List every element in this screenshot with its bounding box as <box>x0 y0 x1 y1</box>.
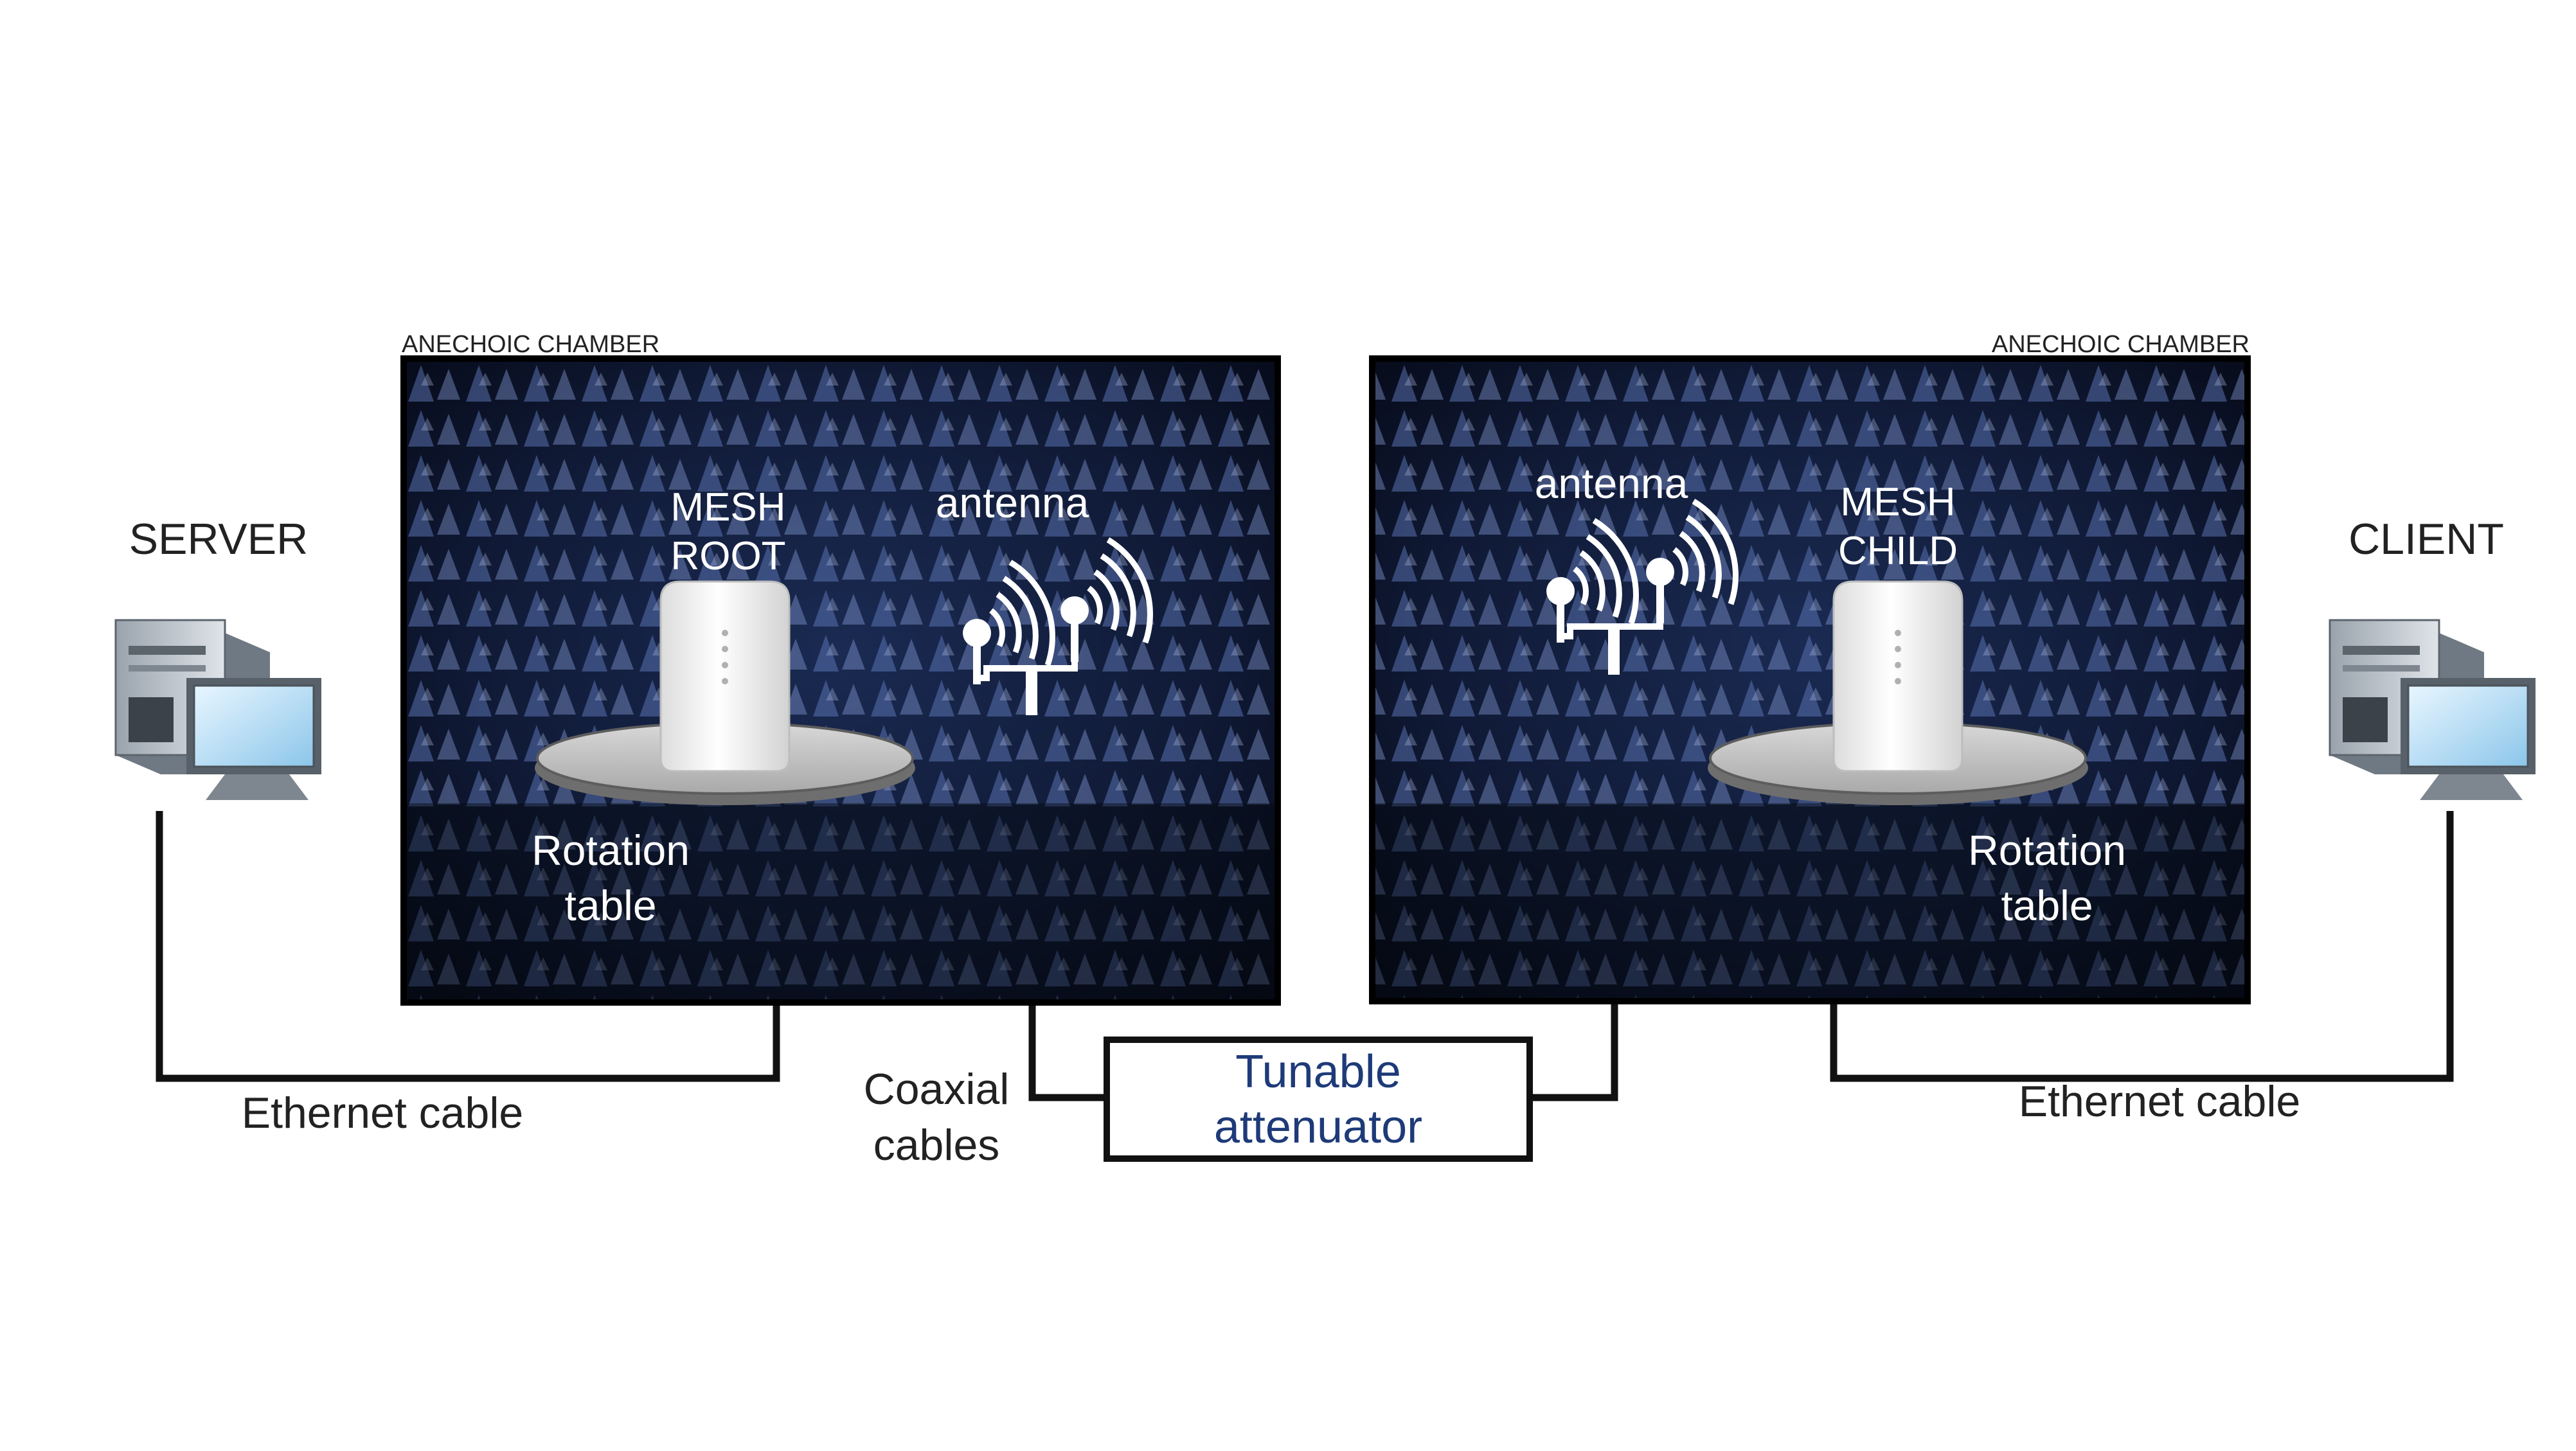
server-label: SERVER <box>129 515 308 564</box>
mesh-root-router-icon <box>659 580 791 772</box>
left-rotation-table-line1: Rotation <box>532 826 690 874</box>
client-label: CLIENT <box>2348 515 2504 564</box>
coaxial-cables-label-line2: cables <box>873 1121 1000 1170</box>
right-antenna-icon <box>1546 501 1735 675</box>
client-computer-icon <box>2329 619 2537 801</box>
right-antenna-label: antenna <box>1535 459 1688 507</box>
right-rotation-table-line1: Rotation <box>1968 826 2126 874</box>
left-rotation-table-line2: table <box>564 882 656 929</box>
attenuator-label-line2: attenuator <box>1214 1101 1422 1153</box>
right-chamber-caption: ANECHOIC CHAMBER <box>1992 331 2250 358</box>
tunable-attenuator: Tunable attenuator <box>1104 1037 1533 1162</box>
ethernet-cable-left-label: Ethernet cable <box>242 1089 524 1137</box>
left-antenna-icon <box>963 540 1150 715</box>
mesh-child-router-icon <box>1832 580 1963 772</box>
coaxial-cables-label-line1: Coaxial <box>864 1065 1010 1114</box>
attenuator-label-line1: Tunable <box>1235 1046 1401 1098</box>
mesh-root-label-line1: MESH <box>670 485 785 530</box>
server-computer-icon <box>114 619 323 801</box>
left-antenna-label: antenna <box>936 479 1089 526</box>
mesh-root-label-line2: ROOT <box>670 534 785 578</box>
mesh-child-label-line2: CHILD <box>1838 529 1958 573</box>
client-node: CLIENT <box>2329 515 2537 801</box>
right-rotation-table-line2: table <box>2001 882 2093 929</box>
right-chamber: ANECHOIC CHAMBER MESH CHILD antenna Rota… <box>1369 331 2251 1004</box>
attenuator-box <box>1104 1037 1533 1162</box>
ethernet-cable-right-label: Ethernet cable <box>2019 1077 2301 1126</box>
left-chamber-caption: ANECHOIC CHAMBER <box>402 331 659 358</box>
mesh-child-label-line1: MESH <box>1840 480 1955 524</box>
left-chamber: ANECHOIC CHAMBER MESH ROOT antenna Rotat… <box>400 331 1281 1006</box>
server-node: SERVER <box>114 515 323 801</box>
